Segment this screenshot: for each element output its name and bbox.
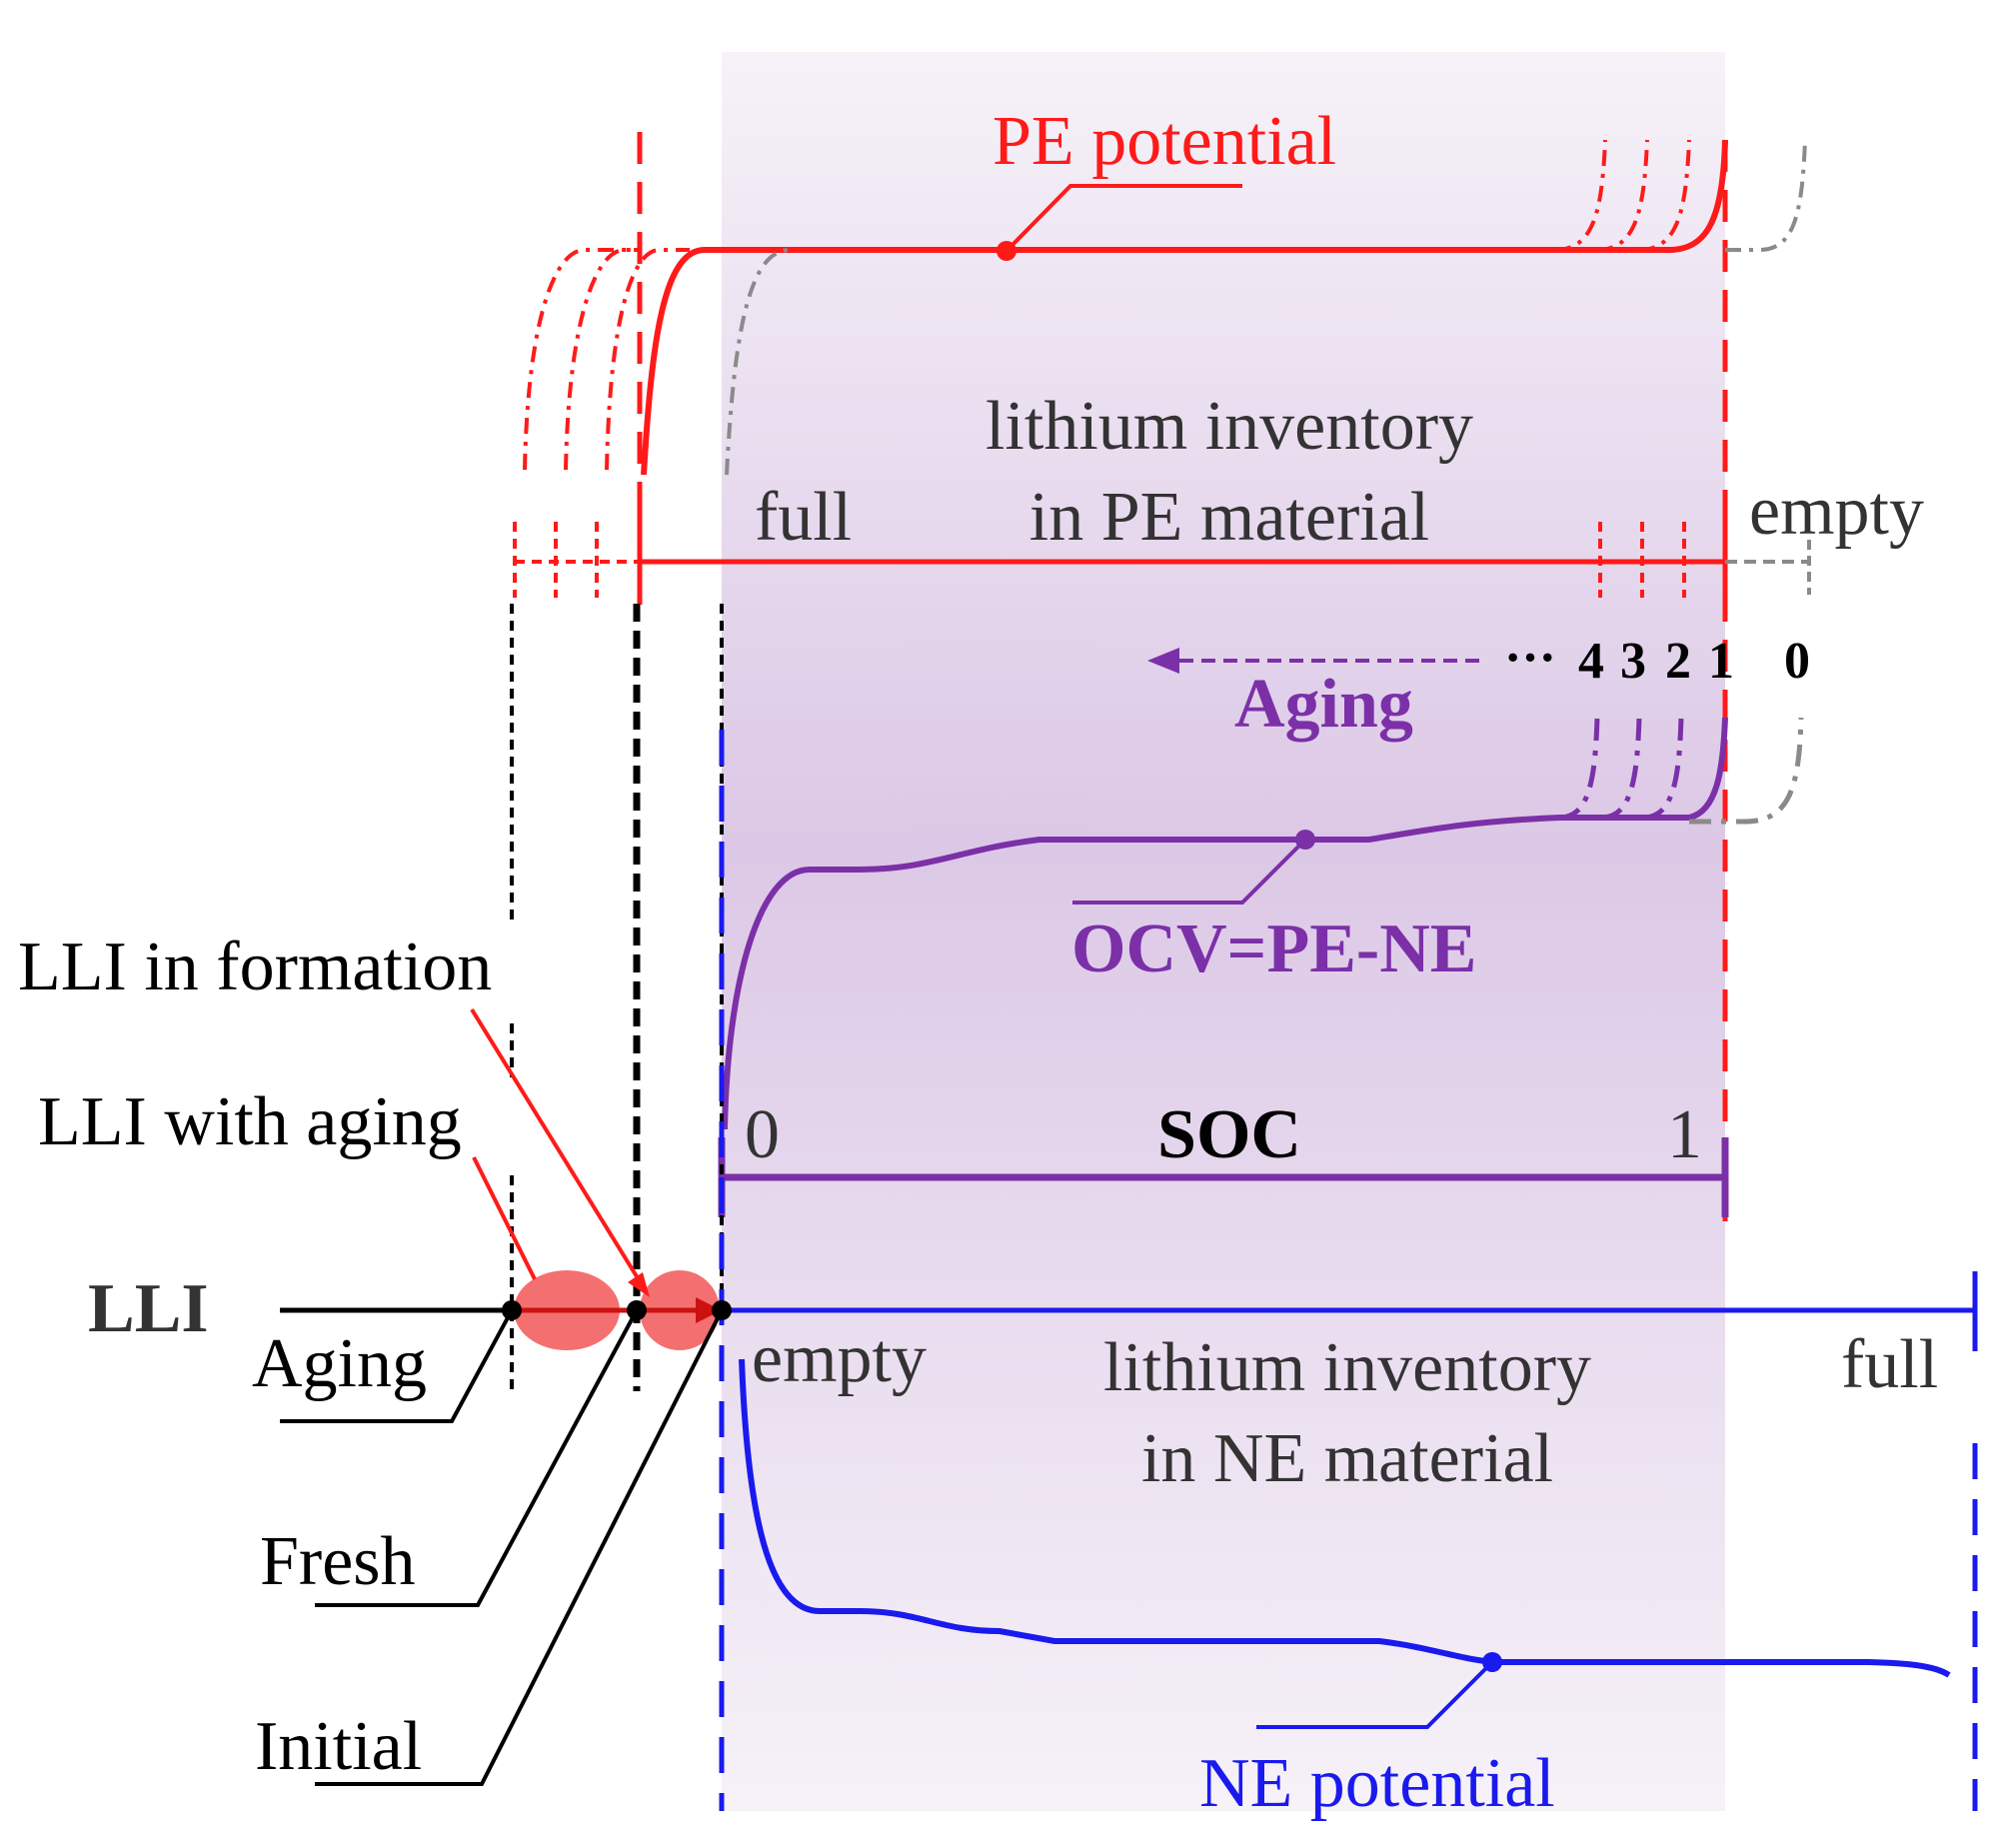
pe-aged-curves-left: [523, 248, 690, 471]
aging-index-4: 4: [1578, 633, 1604, 690]
ne-potential-curve: [739, 1358, 1951, 1678]
ne-inventory-label-line2: in NE material: [1141, 1420, 1553, 1497]
ocv-label: OCV=PE-NE: [1071, 911, 1476, 987]
soc-window-region: [722, 52, 1725, 1811]
fresh-state-label: Fresh: [260, 1523, 416, 1600]
ocv-marker: [1295, 830, 1315, 850]
aging-state-leader: [280, 1309, 514, 1423]
ne-full-label: full: [1841, 1326, 1938, 1403]
aging-ellipsis: ···: [1504, 630, 1556, 687]
ocv-leader: [1072, 838, 1307, 905]
soc-axis-label: SOC: [1157, 1096, 1301, 1173]
soc-one-label: 1: [1667, 1096, 1702, 1173]
pe-aged-curves-right: [1554, 139, 1691, 252]
pe-inventory-label-line1: lithium inventory: [986, 388, 1473, 465]
lli-guide-lines: [510, 604, 724, 1391]
pe-empty-label: empty: [1749, 473, 1924, 550]
pe-potential-curve: [641, 139, 1728, 476]
pe-boundaries: [637, 132, 1728, 1229]
ne-inventory-label-line1: lithium inventory: [1103, 1329, 1591, 1406]
pe-inventory-axis: [513, 510, 1811, 605]
pe-inventory-label-line2: in PE material: [1029, 479, 1429, 556]
lli-aging-label: LLI with aging: [38, 1083, 462, 1160]
lli-formation-label: LLI in formation: [18, 928, 492, 1005]
ne-empty-label: empty: [752, 1320, 927, 1397]
pe-full-label: full: [755, 479, 852, 556]
aging-arrow-head: [1147, 648, 1179, 674]
aging-state-label: Aging: [252, 1325, 427, 1402]
aging-index-0: 0: [1784, 633, 1810, 690]
pe-potential-label: PE potential: [993, 103, 1336, 180]
aging-index-3: 3: [1620, 633, 1646, 690]
ocv-aged-curves: [1558, 717, 1684, 821]
lli-arrow-head: [696, 1297, 722, 1323]
ne-potential-label: NE potential: [1199, 1745, 1555, 1822]
ne-potential-leader: [1256, 1660, 1494, 1729]
soc-zero-label: 0: [745, 1096, 780, 1173]
fresh-state-leader: [315, 1309, 639, 1607]
lli-aging-leader: [472, 1156, 537, 1280]
ocv-curve: [722, 717, 1728, 1130]
initial-state-label: Initial: [255, 1708, 422, 1785]
pe-potential-leader: [1004, 184, 1242, 253]
ocv-initial-gray-curve: [1689, 717, 1804, 825]
aging-index-1: 1: [1708, 633, 1734, 690]
lli-label: LLI: [88, 1270, 209, 1347]
pe-potential-marker: [997, 241, 1016, 261]
initial-state-leader: [315, 1309, 724, 1786]
lli-formation-leader: [470, 1007, 642, 1283]
ne-potential-marker: [1482, 1652, 1502, 1672]
lli-formation-leader-head: [628, 1272, 650, 1297]
aging-arrow-label: Aging: [1234, 666, 1413, 743]
aging-index-2: 2: [1665, 633, 1691, 690]
pe-initial-gray-curve: [725, 139, 1807, 476]
